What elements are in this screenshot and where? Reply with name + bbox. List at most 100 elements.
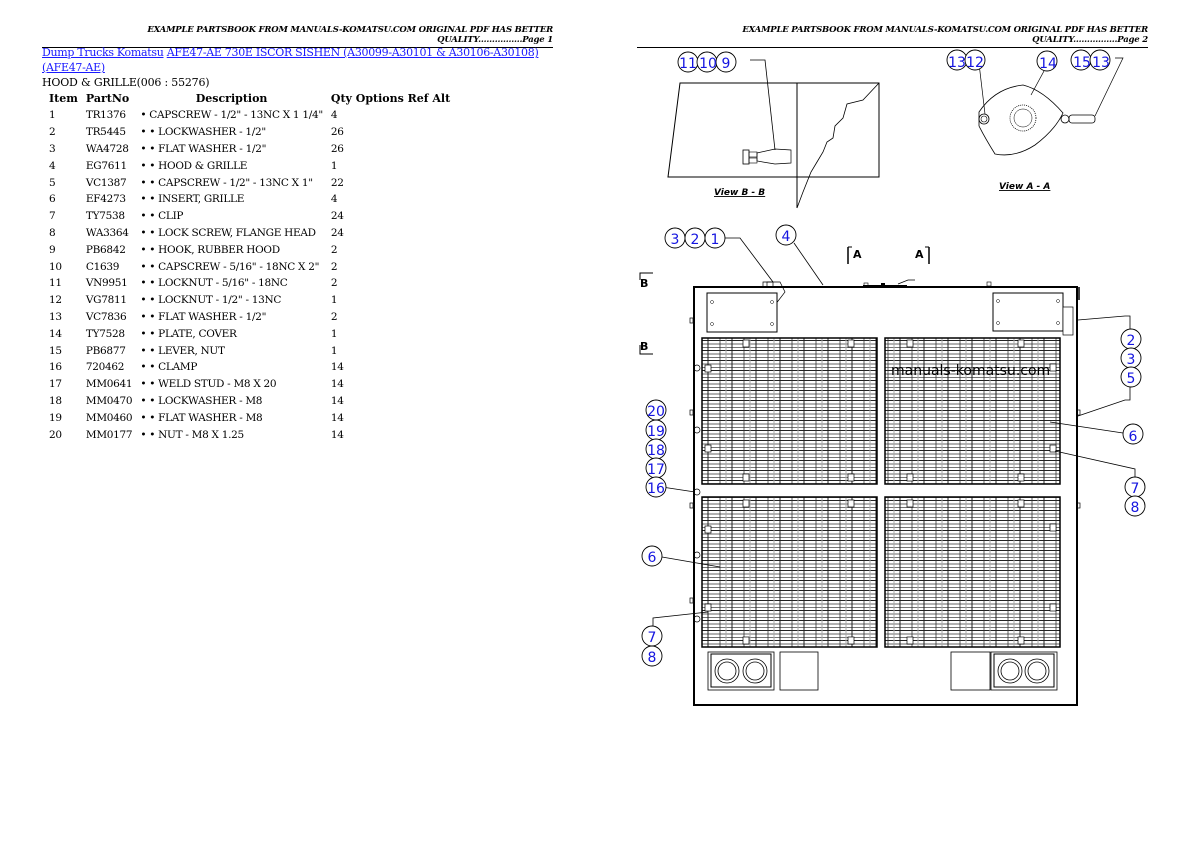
part-number: 720462 [85, 361, 125, 374]
callout-10: 10 [699, 56, 717, 72]
view-a-label: View A - A [999, 182, 1050, 192]
part-number: MM0177 [85, 428, 133, 441]
part-number: VC1387 [85, 176, 127, 189]
page-header: EXAMPLE PARTSBOOK FROM MANUALS-KOMATSU.C… [637, 25, 1148, 48]
section-marker-a-left: A [853, 248, 862, 261]
callout-6: 6 [1129, 429, 1138, 445]
part-description: • • LOCKNUT - 1/2" - 13NC [140, 294, 282, 307]
grille-insert-top-left [701, 337, 878, 485]
grille-insert-bottom-left [701, 496, 878, 648]
quantity: 14 [330, 428, 344, 441]
callout-8: 8 [648, 650, 657, 666]
quantity: 4 [330, 193, 338, 206]
part-description: • CAPSCREW - 1/2" - 13NC X 1 1/4" [140, 109, 323, 122]
quantity: 14 [330, 361, 344, 374]
item-number: 19 [49, 411, 62, 424]
watermark: manuals-komatsu.com [891, 363, 1050, 379]
col-partno: PartNo [85, 92, 130, 105]
part-description: • • FLAT WASHER - M8 [140, 411, 263, 424]
quantity: 1 [330, 327, 338, 340]
part-description: • • LOCKWASHER - M8 [140, 394, 263, 407]
part-number: C1639 [85, 260, 120, 273]
item-number: 2 [49, 126, 56, 139]
item-number: 3 [49, 142, 56, 155]
quantity: 26 [330, 142, 344, 155]
col-qty-options: Qty Options Ref Alt [330, 92, 451, 105]
quantity: 2 [330, 260, 338, 273]
item-number: 1 [49, 109, 56, 122]
item-number: 15 [49, 344, 62, 357]
item-number: 14 [49, 327, 62, 340]
callout-9: 9 [722, 56, 731, 72]
part-description: • • WELD STUD - M8 X 20 [140, 378, 277, 391]
category-link[interactable]: Dump Trucks Komatsu [42, 46, 164, 59]
view-b-label: View B - B [714, 188, 765, 198]
callout-20: 20 [647, 404, 665, 420]
section-markers: A A B B [639, 246, 930, 355]
exploded-diagram: View B - B View A - A A A B B [639, 49, 1146, 706]
hood-panel [689, 279, 1081, 706]
item-number: 7 [49, 210, 56, 223]
part-number: TR1376 [85, 109, 126, 122]
parts-table-body: 1 TR1376 • CAPSCREW - 1/2" - 13NC X 1 1/4"… [45, 107, 454, 443]
col-description: Description [195, 92, 268, 105]
fan-housing-left [707, 651, 819, 691]
quantity: 14 [330, 411, 344, 424]
view-b-b: View B - B [667, 59, 880, 209]
callout-13: 13 [948, 55, 966, 71]
part-description: • • FLAT WASHER - 1/2" [140, 142, 267, 155]
part-number: MM0641 [85, 378, 133, 391]
part-number: MM0460 [85, 411, 133, 424]
part-description: • • PLATE, COVER [140, 327, 237, 340]
part-description: • • HOOK, RUBBER HOOD [140, 243, 280, 256]
part-number: MM0470 [85, 394, 133, 407]
callout-12: 12 [966, 55, 984, 71]
part-number: EG7611 [85, 159, 127, 172]
callout-7: 7 [648, 630, 657, 646]
quantity: 24 [330, 226, 344, 239]
quantity: 1 [330, 159, 338, 172]
quantity: 2 [330, 243, 338, 256]
part-description: • • CAPSCREW - 1/2" - 13NC X 1" [140, 176, 313, 189]
part-number: WA4728 [85, 142, 129, 155]
model-link[interactable]: AFE47-AE 730E ISCOR SISHEN (A30099-A3010… [42, 46, 539, 74]
callout-3: 3 [671, 232, 680, 248]
part-description: • • CAPSCREW - 5/16" - 18NC X 2" [140, 260, 320, 273]
part-description: • • LOCK SCREW, FLANGE HEAD [140, 226, 316, 239]
item-number: 12 [49, 294, 62, 307]
col-item: Item [49, 92, 78, 105]
quantity: 24 [330, 210, 344, 223]
quantity: 22 [330, 176, 344, 189]
callout-4: 4 [782, 229, 791, 245]
item-number: 9 [49, 243, 56, 256]
table-row: 9 PB6842 • • HOOK, RUBBER HOOD 2 [45, 241, 454, 258]
part-number: VG7811 [85, 294, 127, 307]
item-number: 20 [49, 428, 62, 441]
hook-icon [742, 148, 792, 165]
part-description: • • CLAMP [140, 361, 198, 374]
section-marker-a-right: A [915, 248, 924, 261]
table-row: 3 WA4728 • • FLAT WASHER - 1/2" 26 [45, 141, 454, 158]
part-number: PB6842 [85, 243, 126, 256]
item-number: 4 [49, 159, 56, 172]
section-title: HOOD & GRILLE(006 : 55276) [42, 76, 210, 89]
part-description: • • LEVER, NUT [140, 344, 225, 357]
quantity: 2 [330, 277, 338, 290]
part-number: WA3364 [85, 226, 129, 239]
callout-14: 14 [1039, 56, 1057, 72]
grille-insert-bottom-right [884, 496, 1061, 648]
callout-19: 19 [647, 424, 665, 440]
quantity: 2 [330, 310, 338, 323]
section-marker-b-bottom: B [640, 340, 648, 353]
quantity: 26 [330, 126, 344, 139]
